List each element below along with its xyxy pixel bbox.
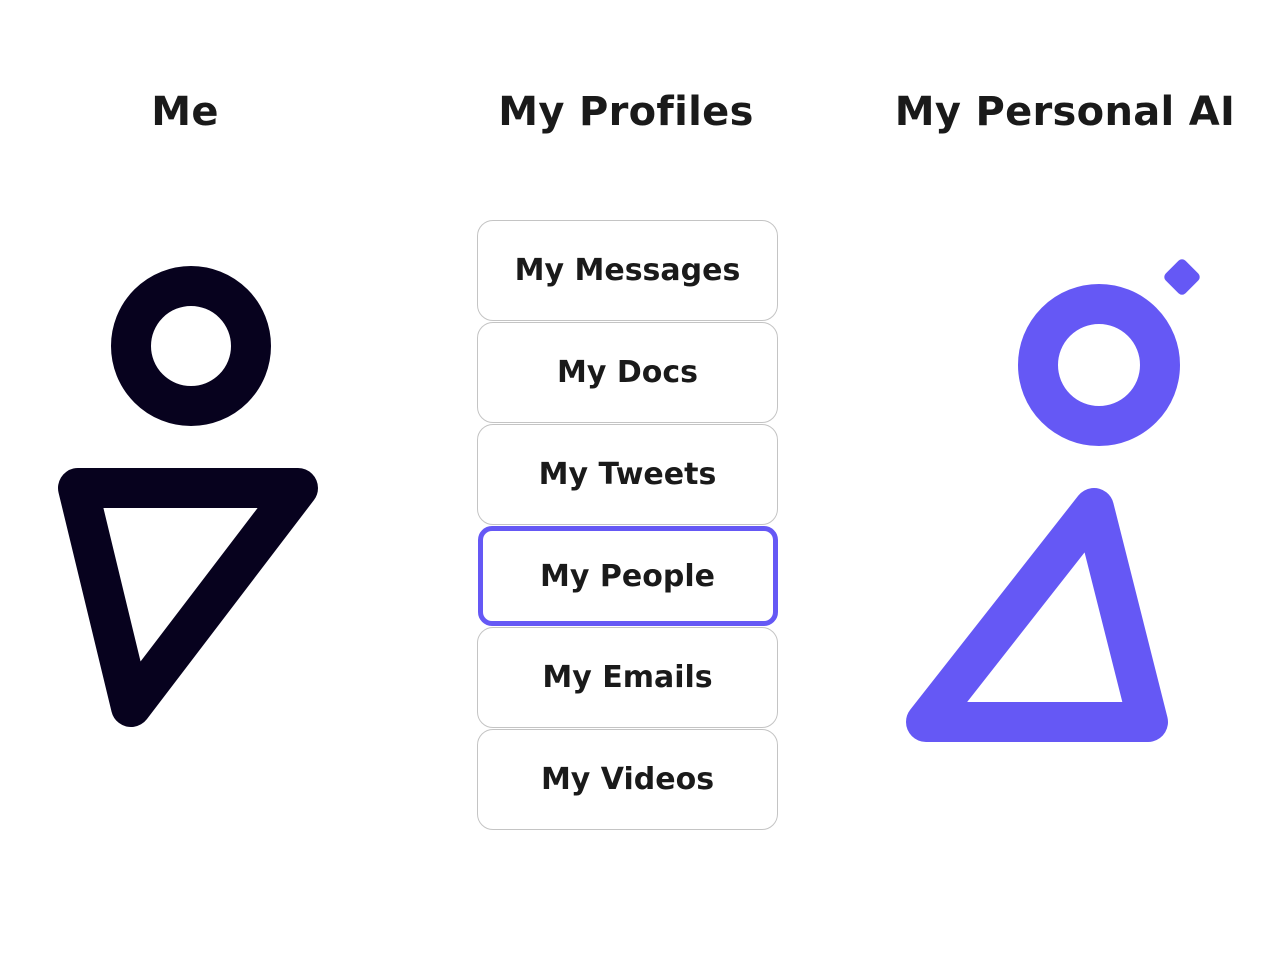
ai-spark-diamond-icon	[1164, 259, 1200, 295]
my-profiles-title: My Profiles	[498, 89, 754, 135]
my-personal-ai-title: My Personal AI	[894, 89, 1236, 135]
profile-item-my-videos[interactable]: My Videos	[477, 729, 778, 830]
person-icon	[58, 266, 318, 727]
profile-item-my-docs[interactable]: My Docs	[477, 322, 778, 423]
profile-item-my-messages[interactable]: My Messages	[477, 220, 778, 321]
profile-item-my-people[interactable]: My People	[477, 526, 778, 626]
personal-ai-icon	[906, 259, 1200, 742]
me-title: Me	[151, 89, 219, 135]
ai-body-icon	[906, 488, 1168, 742]
profile-list: My Messages My Docs My Tweets My People …	[477, 220, 778, 831]
profile-item-my-emails[interactable]: My Emails	[477, 627, 778, 728]
ai-head-icon	[1018, 284, 1180, 446]
profile-item-my-tweets[interactable]: My Tweets	[477, 424, 778, 525]
person-head-icon	[111, 266, 271, 426]
person-body-icon	[58, 468, 318, 727]
